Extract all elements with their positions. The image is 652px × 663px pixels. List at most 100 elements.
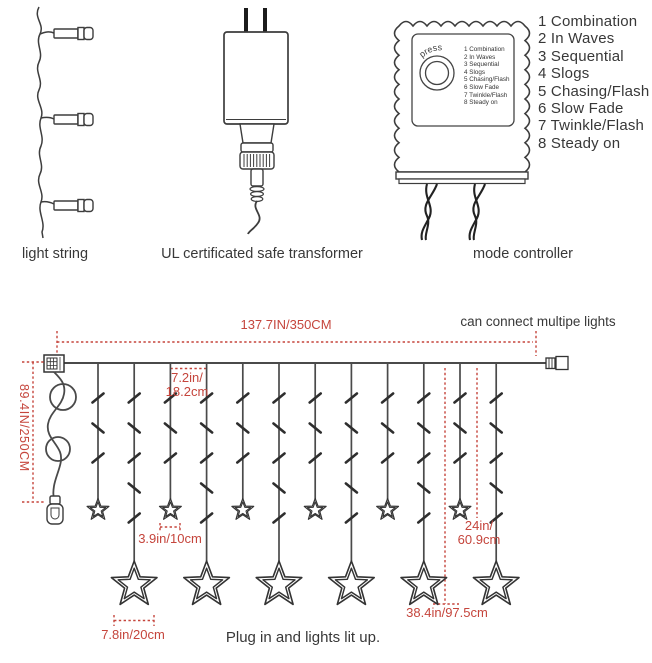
- big-star: [110, 560, 158, 606]
- led-tick: [199, 482, 214, 494]
- controller-mode-item: 8 Steady on: [464, 99, 498, 107]
- big-star: [183, 560, 231, 606]
- led-tick: [344, 482, 359, 494]
- star-inner-outline: [451, 501, 469, 518]
- controller-panel: [411, 33, 515, 127]
- dim-bulb-gap-label: 3.9in/10cm: [138, 531, 202, 546]
- led-tick: [453, 422, 467, 434]
- star-inner-outline: [189, 567, 224, 600]
- mode-legend-item: 7 Twinkle/Flash: [538, 117, 645, 135]
- transformer-caption: UL certificated safe transformer: [161, 246, 363, 262]
- led-tick: [344, 392, 359, 404]
- controller-mode-item: 2 In Waves: [464, 53, 496, 61]
- led-tick: [380, 392, 395, 404]
- small-star: [448, 497, 472, 520]
- led-tick: [127, 512, 141, 524]
- led-tick: [489, 392, 504, 404]
- led-tick: [272, 392, 286, 404]
- small-star: [303, 497, 327, 520]
- led-tick: [127, 452, 141, 464]
- led-tick: [308, 422, 323, 434]
- mode-controller-illustration: press: [393, 20, 531, 241]
- led-tick: [489, 482, 504, 494]
- star-inner-outline: [334, 567, 369, 600]
- star-inner-outline: [306, 501, 324, 518]
- led-tick: [380, 422, 395, 434]
- curtain-drops: [86, 363, 520, 606]
- dim-long-drop-label: 38.4in/97.5cm: [406, 605, 488, 620]
- big-star: [255, 560, 303, 606]
- mode-legend-item: 2 In Waves: [538, 30, 615, 48]
- star-inner-outline: [479, 567, 513, 600]
- power-connector-box: [43, 354, 65, 373]
- mode-legend-item: 8 Steady on: [538, 134, 621, 152]
- bulb-icon: [53, 26, 94, 41]
- light-string-illustration: [36, 6, 94, 239]
- controller-mode-item: 1 Combination: [464, 46, 505, 53]
- big-star: [327, 560, 375, 606]
- star-inner-outline: [89, 501, 107, 518]
- bottom-note: Plug in and lights lit up.: [225, 629, 381, 646]
- dim-total-height-line: [22, 361, 46, 503]
- led-tick: [91, 452, 105, 464]
- curtain-diagram: [22, 331, 569, 626]
- led-tick: [489, 512, 504, 524]
- light-string-caption: light string: [21, 246, 89, 262]
- dim-drop-spacing-label: 7.2in/ 18.2cm: [165, 370, 209, 399]
- led-tick: [236, 422, 250, 434]
- led-tick: [416, 392, 431, 404]
- star-inner-outline: [162, 501, 179, 518]
- mode-controller-caption: mode controller: [473, 246, 573, 262]
- star-inner-outline: [262, 567, 296, 600]
- small-star: [86, 497, 110, 520]
- star-inner-outline: [117, 567, 151, 600]
- transformer-cord: [247, 200, 261, 235]
- small-star: [376, 497, 400, 520]
- led-tick: [236, 392, 250, 404]
- connect-note: can connect multipe lights: [460, 314, 616, 329]
- led-tick: [416, 482, 431, 494]
- led-tick: [489, 422, 504, 434]
- led-tick: [127, 422, 141, 434]
- connector-ribs: [239, 151, 275, 170]
- plug-icon: [46, 495, 64, 525]
- dim-short-drop-label: 24in/ 60.9cm: [457, 518, 501, 547]
- led-tick: [308, 392, 323, 404]
- led-tick: [272, 512, 286, 524]
- led-tick: [344, 452, 359, 464]
- transformer-illustration: [223, 8, 289, 235]
- dim-long-drop-line: [433, 368, 459, 605]
- dim-total-height-label: 89.4IN/250CM: [17, 384, 31, 472]
- led-tick: [453, 392, 467, 404]
- dim-star-width-bracket: [113, 615, 155, 626]
- controller-wires: [420, 183, 486, 241]
- led-tick: [380, 452, 395, 464]
- led-tick: [163, 452, 178, 464]
- mode-legend-item: 3 Sequential: [538, 47, 624, 65]
- led-tick: [272, 422, 286, 434]
- extension-connector: [545, 355, 569, 371]
- small-star: [231, 497, 255, 520]
- led-tick: [91, 392, 105, 404]
- small-star: [158, 497, 182, 520]
- led-tick: [344, 512, 359, 524]
- mode-legend-item: 6 Slow Fade: [538, 100, 624, 118]
- controller-mode-item: 5 Chasing/Flash: [464, 76, 510, 84]
- led-tick: [308, 452, 323, 464]
- dim-bulb-gap-bracket: [159, 523, 181, 531]
- power-cord: [45, 371, 77, 499]
- dim-star-width-label: 7.8in/20cm: [101, 627, 165, 642]
- led-tick: [236, 452, 250, 464]
- big-star: [400, 560, 448, 606]
- light-string-wire: [36, 6, 44, 239]
- transformer-body: [223, 31, 289, 125]
- mode-button: [419, 55, 455, 91]
- led-tick: [199, 512, 214, 524]
- big-star: [472, 560, 520, 606]
- mode-legend-item: 4 Slogs: [538, 65, 590, 83]
- led-tick: [489, 452, 504, 464]
